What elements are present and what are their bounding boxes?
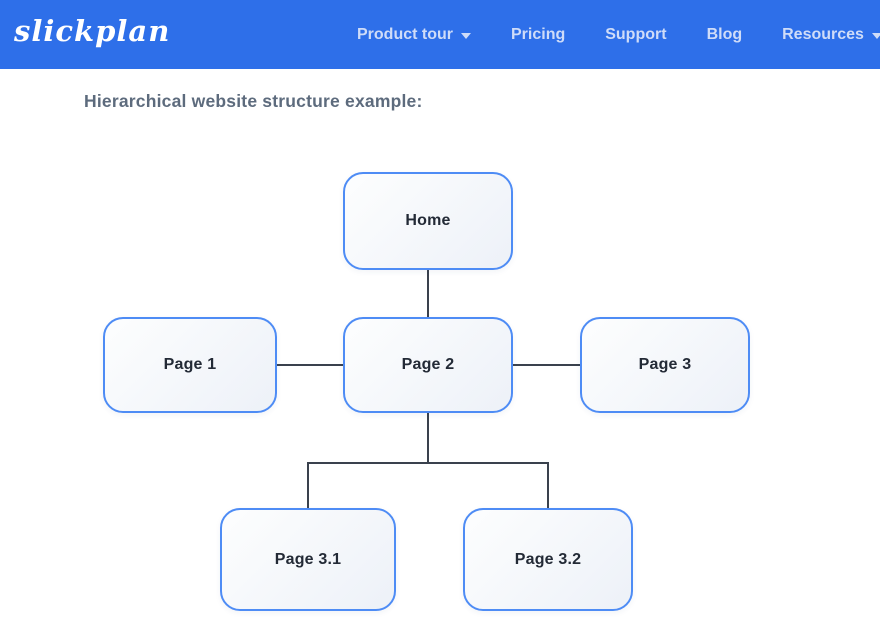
connector-page2-page3 — [513, 364, 580, 366]
main-nav: Product tour Pricing Support Blog Resour… — [357, 0, 880, 69]
nav-label: Resources — [782, 25, 864, 43]
node-label: Page 1 — [163, 356, 217, 373]
nav-item-pricing[interactable]: Pricing — [511, 26, 565, 44]
node-label: Home — [405, 212, 451, 229]
nav-item-resources[interactable]: Resources — [782, 26, 880, 44]
diagram-node-page2: Page 2 — [343, 317, 513, 413]
nav-item-product-tour[interactable]: Product tour — [357, 26, 471, 44]
diagram-node-page3: Page 3 — [580, 317, 750, 413]
diagram-node-page31: Page 3.1 — [220, 508, 396, 611]
node-label: Page 3 — [638, 356, 692, 373]
nav-label: Support — [605, 25, 667, 43]
node-label: Page 3.1 — [274, 550, 342, 568]
diagram-node-page32: Page 3.2 — [463, 508, 633, 611]
nav-label: Blog — [706, 25, 743, 43]
connector-page2-stem — [427, 413, 429, 463]
connector-branch-page32 — [547, 462, 549, 508]
nav-label: Product tour — [357, 25, 453, 43]
diagram-node-page1: Page 1 — [103, 317, 277, 413]
node-label: Page 3.2 — [514, 550, 582, 568]
diagram-node-home: Home — [343, 172, 513, 270]
connector-home-page2 — [427, 270, 429, 317]
nav-item-blog[interactable]: Blog — [707, 26, 743, 44]
connector-branch-page31 — [307, 462, 309, 508]
site-header: slickplan Product tour Pricing Support B… — [0, 0, 880, 69]
page-title: Hierarchical website structure example: — [84, 91, 423, 111]
connector-branch-bar — [307, 462, 549, 464]
nav-label: Pricing — [511, 25, 566, 43]
slickplan-logo[interactable]: slickplan — [14, 14, 171, 48]
nav-item-support[interactable]: Support — [605, 26, 666, 44]
connector-page1-page2 — [277, 364, 343, 366]
chevron-down-icon — [871, 32, 880, 39]
chevron-down-icon — [461, 32, 471, 39]
node-label: Page 2 — [401, 356, 455, 373]
